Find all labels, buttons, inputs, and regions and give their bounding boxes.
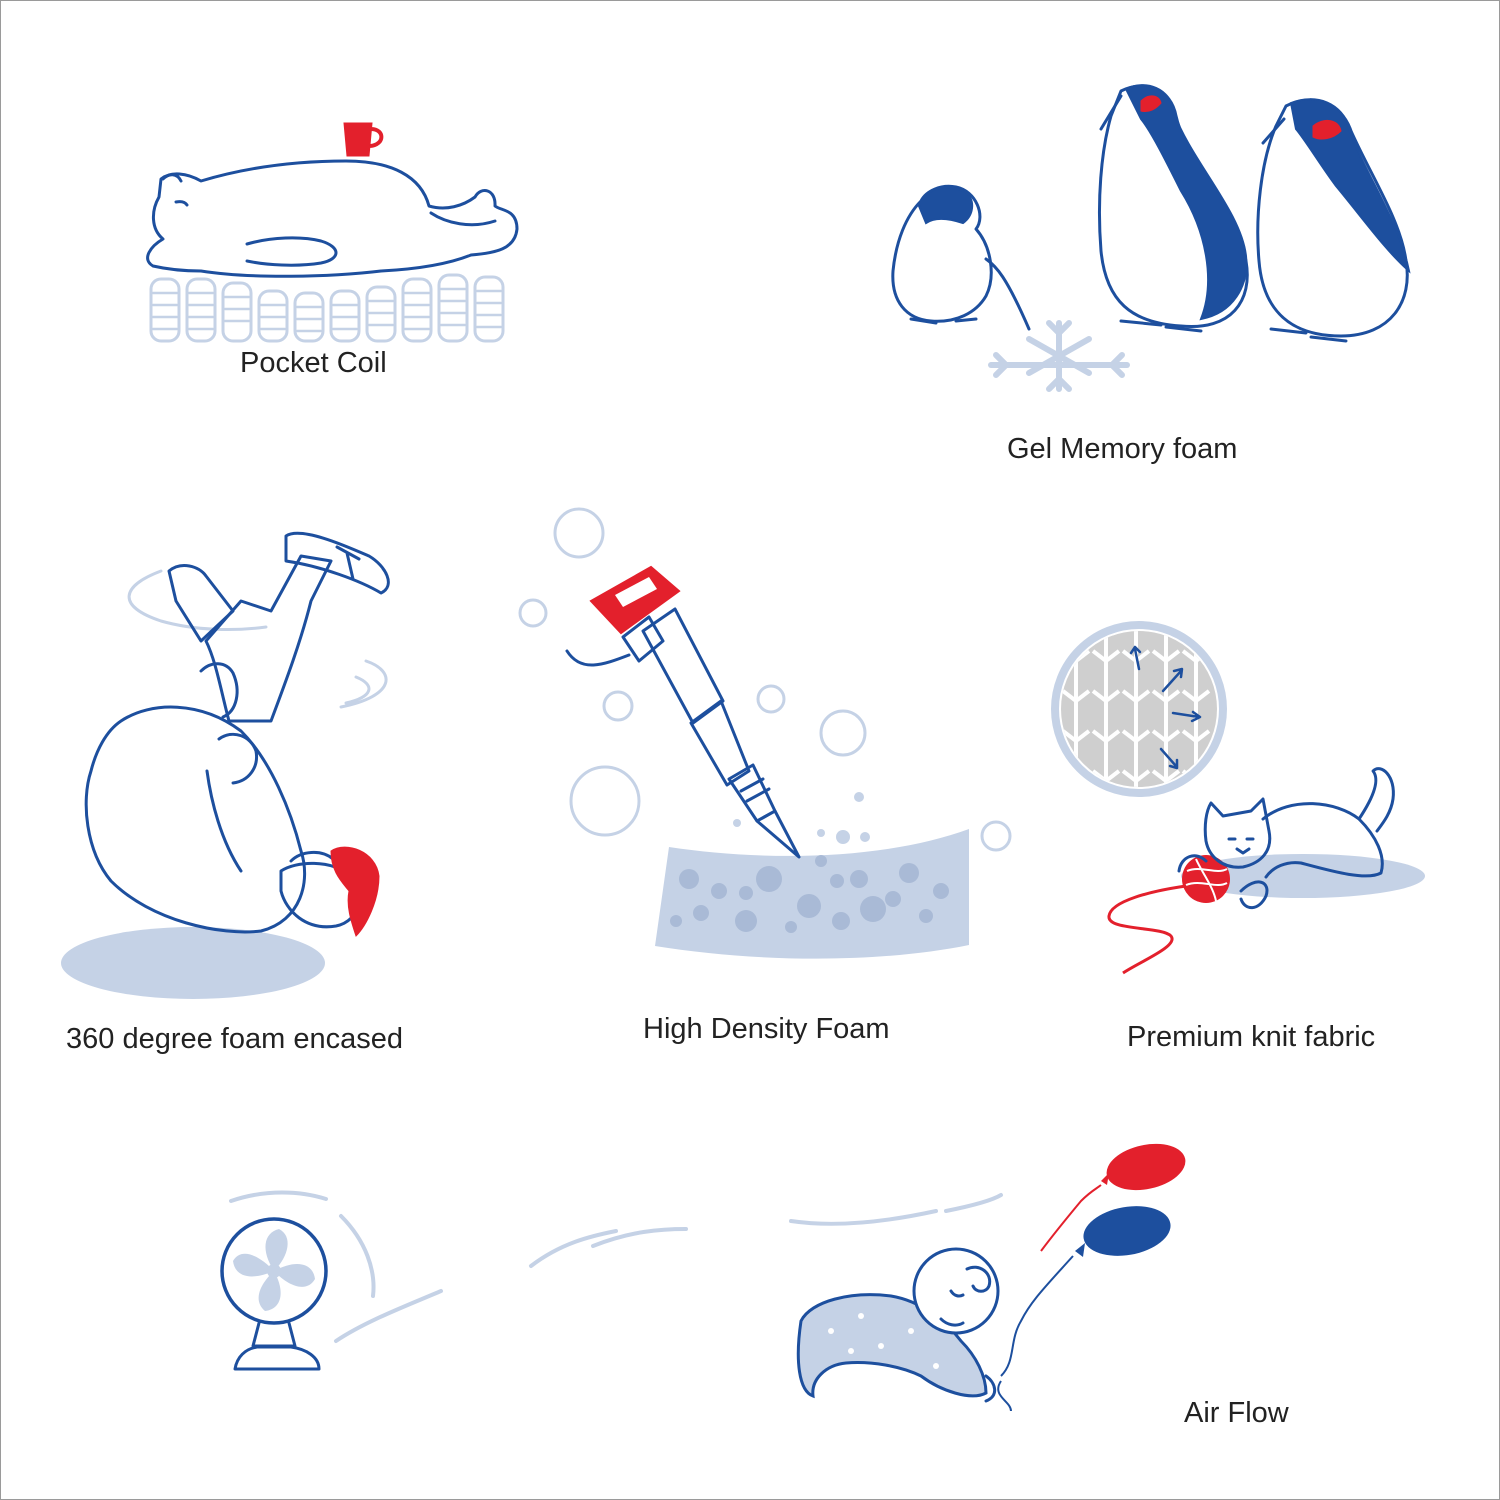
yarn-string <box>1107 884 1187 975</box>
adult-penguin-icon <box>1097 84 1249 333</box>
baby-penguin-icon <box>891 184 1031 331</box>
air-flow-caption: Air Flow <box>1184 1397 1289 1429</box>
floor-shadow <box>1181 854 1425 898</box>
blue-balloon-icon <box>1075 1206 1171 1257</box>
floor-shadow <box>61 927 325 999</box>
red-balloon-icon <box>1101 1143 1186 1191</box>
dust-particles <box>733 792 870 844</box>
desk-fan-icon <box>220 1217 328 1371</box>
baby-icon <box>796 1247 1000 1403</box>
gel-memory-foam-caption: Gel Memory foam <box>1007 433 1238 465</box>
adult-penguin-icon <box>1256 98 1411 343</box>
foam-encased-caption: 360 degree foam encased <box>66 1023 403 1055</box>
high-density-foam-caption: High Density Foam <box>643 1013 890 1045</box>
snowflake-icon <box>988 320 1130 392</box>
balloon-strings <box>997 1184 1102 1412</box>
foam-bubbles <box>670 855 949 933</box>
air-bubbles <box>518 507 1012 852</box>
cat-icon <box>1177 767 1395 910</box>
premium-knit-fabric-caption: Premium knit fabric <box>1127 1021 1376 1053</box>
polar-bear-icon <box>146 159 519 278</box>
knit-fabric-swatch-icon <box>1051 621 1227 797</box>
jackhammer-icon <box>565 565 801 859</box>
pocket-coil-caption: Pocket Coil <box>240 347 387 379</box>
yarn-ball-icon <box>1182 855 1230 903</box>
airflow-lines <box>229 1190 1003 1343</box>
coffee-cup-icon <box>343 122 384 157</box>
foam-block <box>655 829 969 959</box>
breakdancer-icon <box>84 531 390 937</box>
spin-motion-lines <box>127 569 388 709</box>
pocket-coils-icon <box>149 273 505 343</box>
